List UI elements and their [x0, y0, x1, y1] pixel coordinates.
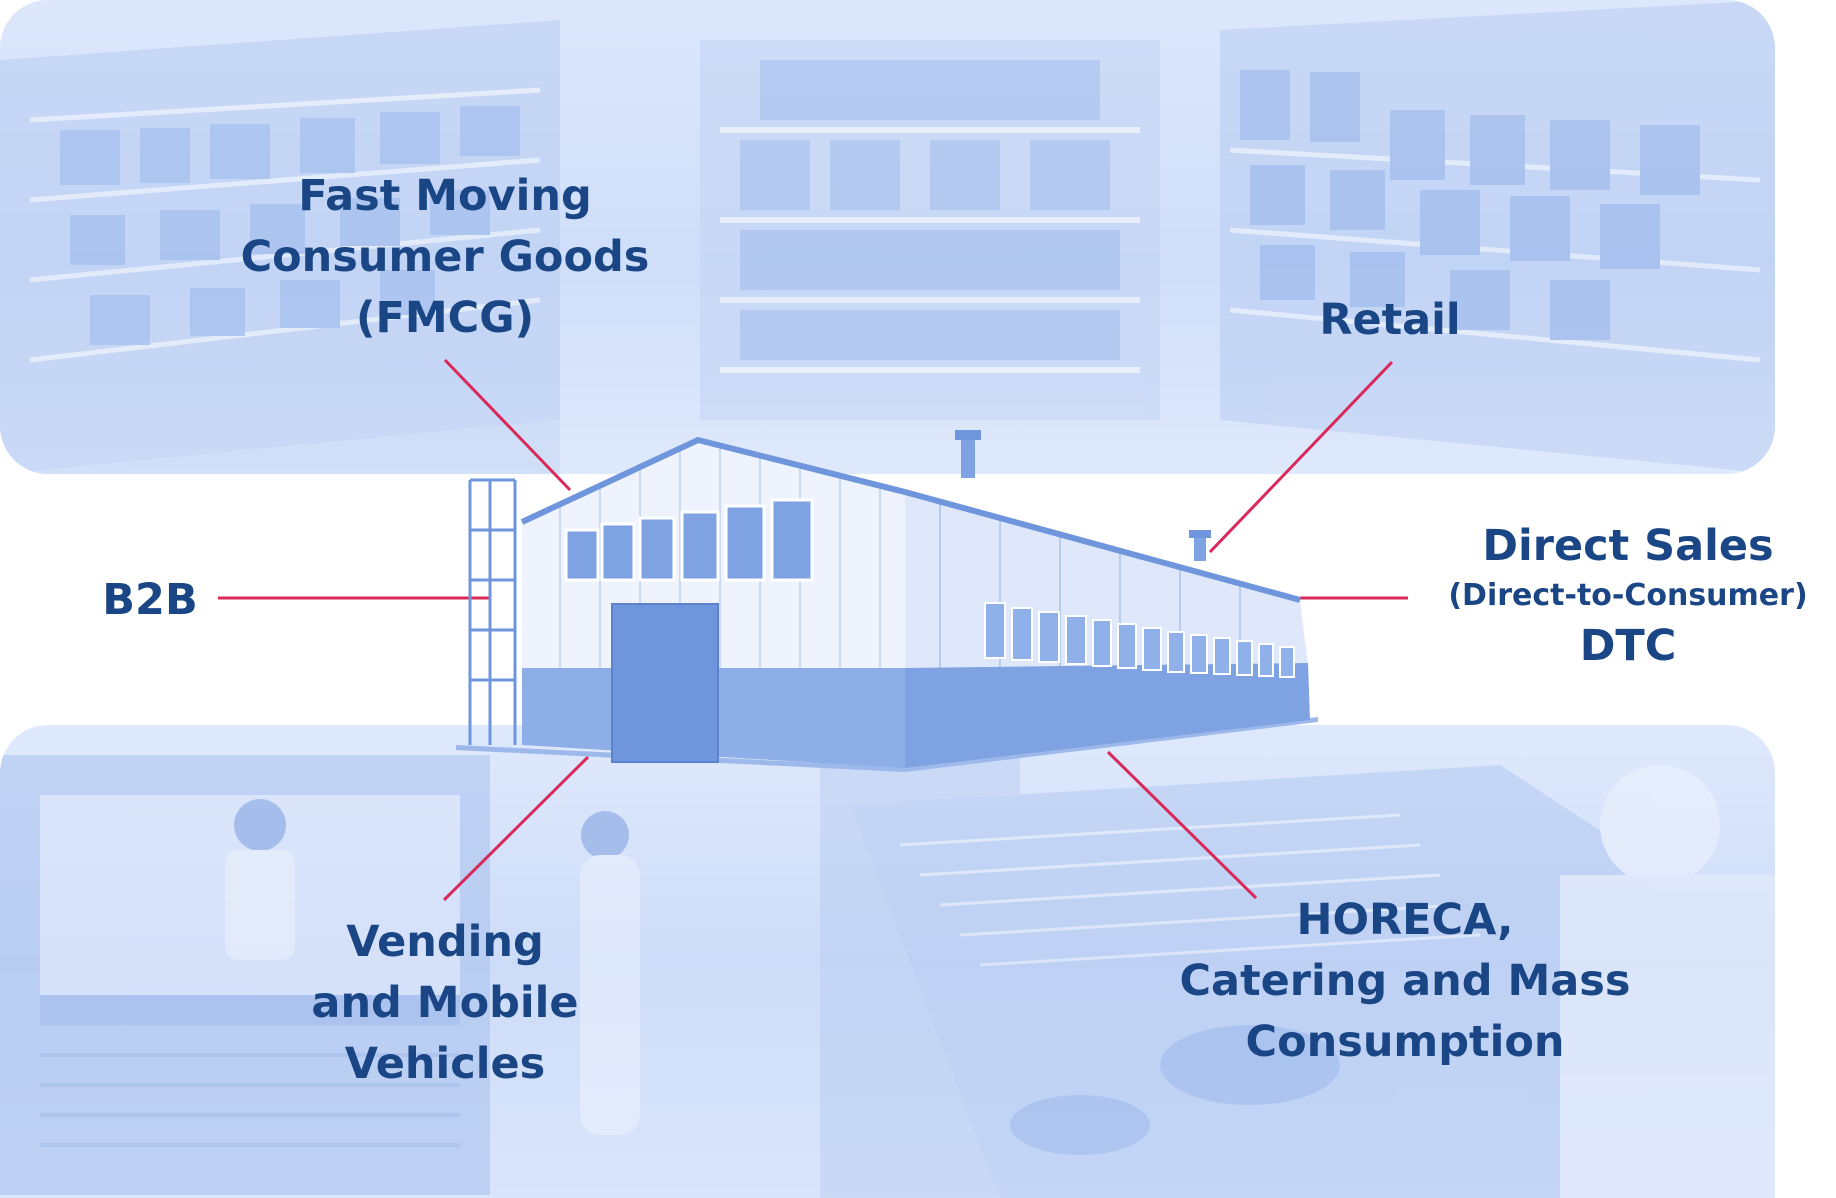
- fmcg-line-3: (FMCG): [355, 293, 535, 343]
- node-retail: Retail: [1280, 290, 1500, 351]
- node-horeca: HORECA, Catering and Mass Consumption: [1160, 890, 1650, 1073]
- retail-line-1: Retail: [1319, 295, 1461, 345]
- direct-sales-line-2: (Direct-to-Consumer): [1448, 578, 1808, 613]
- direct-sales-line-1: Direct Sales: [1482, 521, 1774, 571]
- food-service-panel: [0, 725, 1775, 1198]
- b2b-line-1: B2B: [102, 575, 198, 625]
- node-b2b: B2B: [60, 570, 240, 631]
- food-service-image: [0, 725, 1775, 1198]
- supermarket-shelves-image: [0, 0, 1775, 474]
- horeca-line-2: Catering and Mass: [1179, 956, 1631, 1006]
- vending-line-1: Vending: [346, 917, 544, 967]
- horeca-line-1: HORECA,: [1296, 895, 1514, 945]
- vending-line-2: and Mobile: [311, 978, 579, 1028]
- direct-sales-line-3: DTC: [1579, 621, 1677, 671]
- vending-line-3: Vehicles: [344, 1039, 546, 1089]
- node-fmcg: Fast Moving Consumer Goods (FMCG): [215, 166, 675, 349]
- node-vending: Vending and Mobile Vehicles: [290, 912, 600, 1095]
- fmcg-line-2: Consumer Goods: [240, 232, 650, 282]
- connector-horeca: [1106, 750, 1258, 900]
- connector-fmcg: [443, 358, 572, 492]
- node-direct-sales: Direct Sales (Direct-to-Consumer) DTC: [1420, 516, 1836, 676]
- supermarket-shelves-panel: [0, 0, 1775, 474]
- connector-retail: [1208, 360, 1394, 554]
- fmcg-line-1: Fast Moving: [298, 171, 592, 221]
- connector-vending: [442, 755, 590, 902]
- horeca-line-3: Consumption: [1245, 1017, 1565, 1067]
- warehouse-building: [456, 430, 1318, 772]
